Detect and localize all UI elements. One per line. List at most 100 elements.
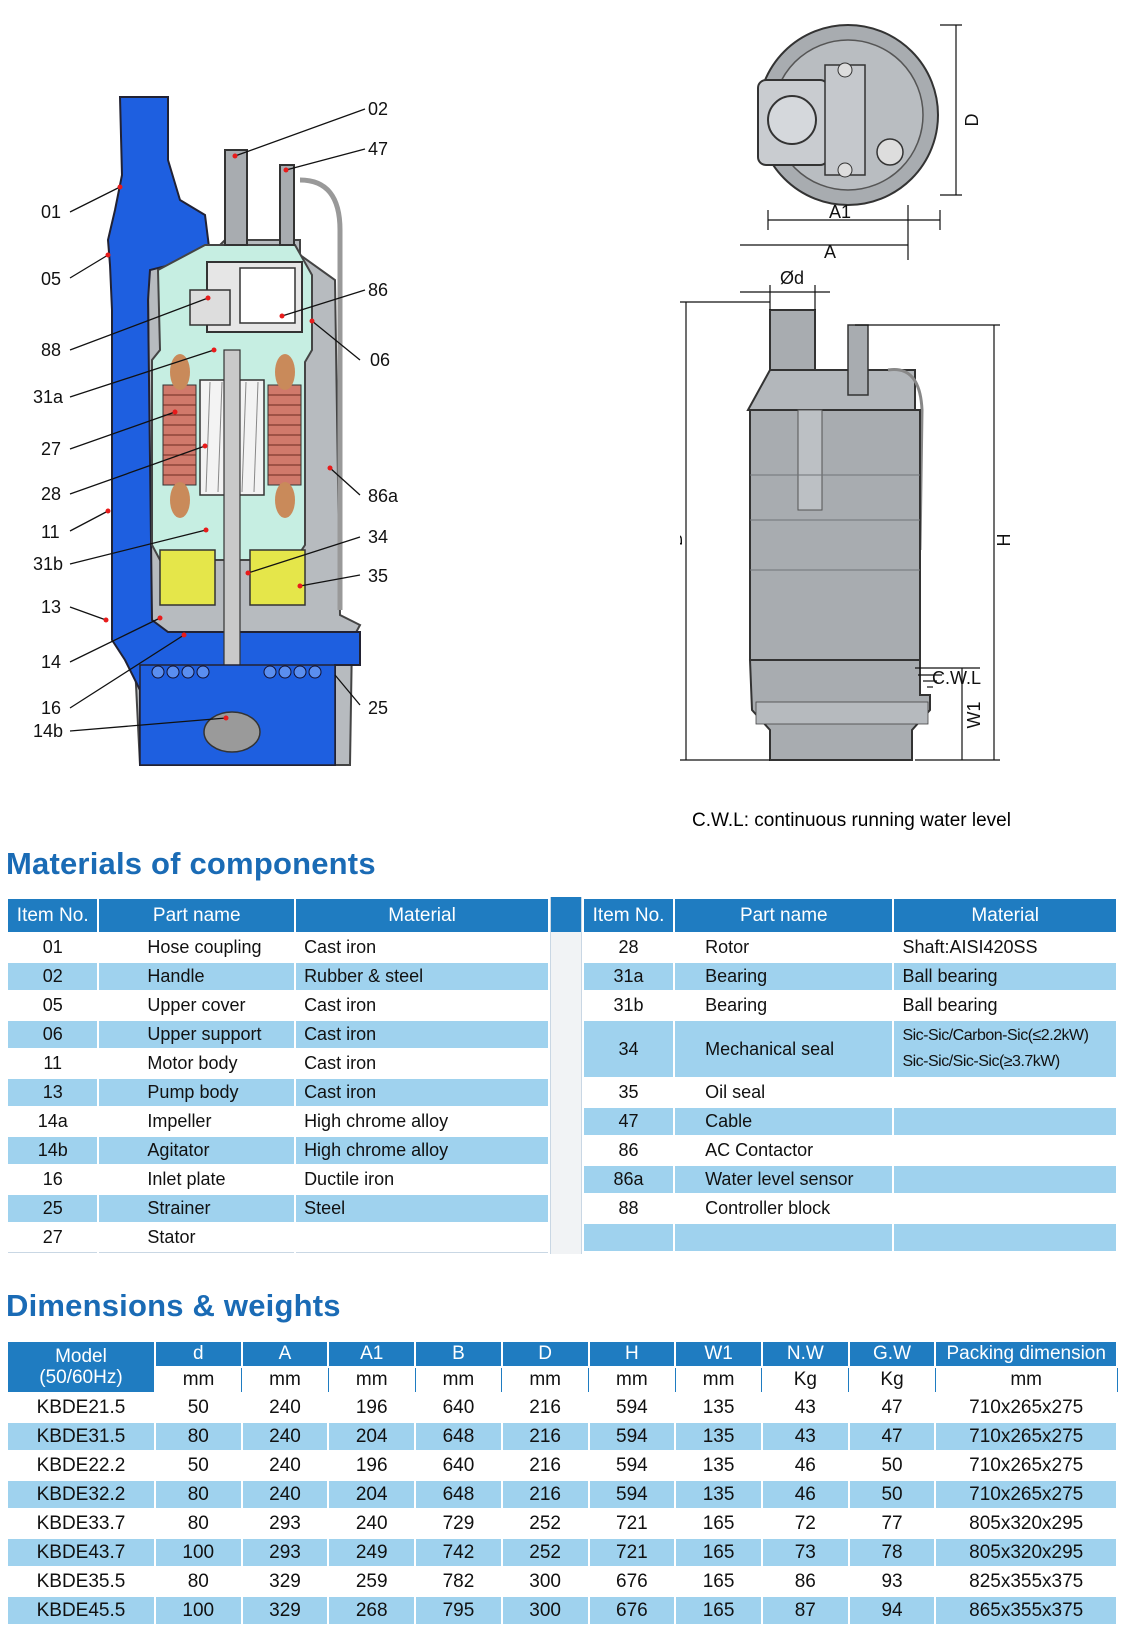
cell: Ball bearing [892,990,1118,1021]
model-cell: KBDE31.5 [6,1421,156,1452]
callout-01: 01 [41,202,61,222]
unit-B: mm [414,1366,503,1394]
cell: 50 [153,1450,243,1481]
cell [892,1164,1118,1195]
dim-d-label: Ød [780,270,804,288]
cell: 204 [327,1479,417,1510]
cell: 11 [5,1048,100,1079]
cell: Agitator [97,1135,297,1166]
cell: 73 [760,1537,850,1568]
cell: 721 [587,1537,677,1568]
cell: 46 [760,1479,850,1510]
callout-28: 28 [41,484,61,504]
cell: Sic-Sic/Sic-Sic(≥3.7kW) [902,1053,1060,1070]
cell: 259 [327,1566,417,1597]
cell: 86a [581,1164,676,1195]
cell: 78 [847,1537,937,1568]
callout-16: 16 [41,698,61,718]
cell: Ductile iron [294,1164,550,1195]
callout-05: 05 [41,269,61,289]
cell: 710x265x275 [934,1450,1118,1481]
cell: Steel [294,1193,550,1224]
dim-W1-label: W1 [964,702,984,729]
dimensions-title: Dimensions & weights [6,1288,341,1323]
cell: 34 [581,1019,676,1079]
cell: Oil seal [673,1077,895,1108]
unit-GW: Kg [848,1366,936,1394]
cell: 729 [414,1508,503,1539]
header-material: Material [892,897,1118,934]
cell: 648 [414,1479,503,1510]
dim-H-label: H [994,534,1014,547]
cell: 240 [240,1450,330,1481]
cell: 77 [847,1508,937,1539]
cell: 135 [674,1421,763,1452]
header-model: Model (50/60Hz) [6,1340,156,1394]
cell: Handle [97,961,297,992]
unit-NW: Kg [761,1366,850,1394]
pump-top-view-diagram: D A1 A [740,24,982,260]
cell: 50 [847,1450,937,1481]
table-row [581,1222,1118,1253]
cell: Impeller [97,1106,297,1137]
header-GW: G.W [847,1340,937,1368]
cell: 25 [5,1193,100,1224]
cell: 648 [414,1421,503,1452]
cell: 293 [240,1537,330,1568]
cell: Cable [673,1106,895,1137]
callout-06: 06 [370,350,390,370]
cell: 01 [5,932,100,963]
unit-A: mm [241,1366,329,1394]
cell: Cast iron [294,990,550,1021]
cell: Upper support [97,1019,297,1050]
cell: 676 [587,1566,677,1597]
materials-title: Materials of components [6,846,376,881]
header-part-name: Part name [97,897,297,934]
callout-34: 34 [368,527,388,547]
unit-d: mm [154,1366,243,1394]
cell: Strainer [97,1193,297,1224]
header-W1: W1 [674,1340,763,1368]
cell: 300 [500,1566,590,1597]
cell: 06 [5,1019,100,1050]
callout-13: 13 [41,597,61,617]
cell: 35 [581,1077,676,1108]
cell: 594 [587,1421,677,1452]
cell: Hose coupling [97,932,297,963]
cell: 721 [587,1508,677,1539]
header-part-name: Part name [673,897,895,934]
cell: 05 [5,990,100,1021]
cell: 43 [760,1392,850,1423]
cell: 795 [414,1595,503,1626]
unit-D: mm [501,1366,590,1394]
cell: Ball bearing [892,961,1118,992]
unit-W1: mm [674,1366,763,1394]
cell: 165 [674,1566,763,1597]
header-d: d [153,1340,243,1368]
dim-B-label: B [680,534,686,546]
cell: 240 [240,1479,330,1510]
cell: High chrome alloy [294,1135,550,1166]
model-cell: KBDE21.5 [6,1392,156,1423]
cell [892,1222,1118,1253]
cell: Mechanical seal [673,1019,895,1079]
dim-A-label: A [824,242,836,260]
header-item-no: Item No. [5,897,100,934]
cell: 240 [327,1508,417,1539]
cell: 28 [581,932,676,963]
cell: 196 [327,1450,417,1481]
cell: 710x265x275 [934,1421,1118,1452]
cell: 249 [327,1537,417,1568]
